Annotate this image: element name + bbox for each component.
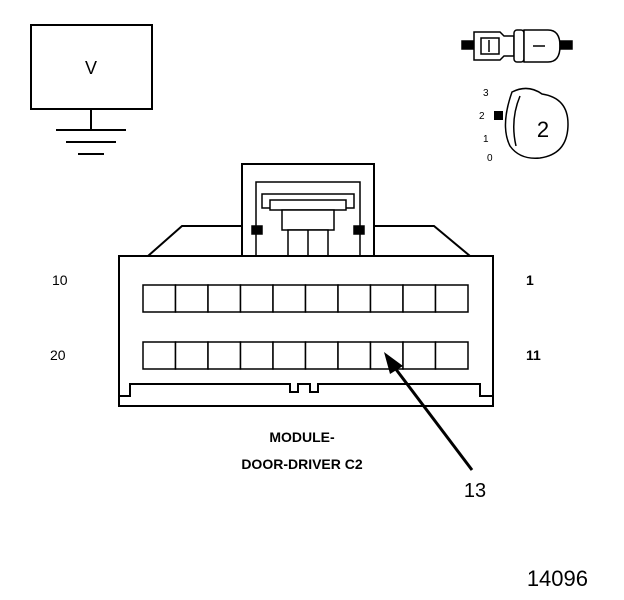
- top-row-cavity: [434, 284, 469, 313]
- top-row-cavity: [402, 284, 437, 313]
- connector-title-line2: DOOR-DRIVER C2: [241, 456, 363, 472]
- connector-key-profile: [119, 383, 493, 397]
- callout-number: 13: [464, 480, 486, 502]
- top-cavity-row: [142, 284, 469, 313]
- figure-number: 14096: [527, 566, 588, 591]
- pin-label-11: 11: [526, 347, 541, 363]
- connector-plug-icon: [461, 29, 573, 63]
- bottom-row-cavity: [239, 341, 274, 370]
- bottom-row-cavity: [207, 341, 242, 370]
- connector-face: [118, 163, 494, 407]
- top-row-cavity: [272, 284, 307, 313]
- voltmeter-label: V: [85, 58, 97, 78]
- bottom-row-cavity: [337, 341, 372, 370]
- bottom-row-cavity: [434, 341, 469, 370]
- top-row-cavity: [239, 284, 274, 313]
- bottom-row-cavity: [304, 341, 339, 370]
- rotary-switch-icon: 3 2 1 0 2: [479, 87, 569, 164]
- bottom-row-cavity: [402, 341, 437, 370]
- top-row-cavity: [304, 284, 339, 313]
- pin-label-1: 1: [526, 272, 534, 288]
- bottom-row-cavity: [142, 341, 177, 370]
- switch-position-0: 0: [487, 153, 493, 164]
- voltmeter-symbol: V: [30, 24, 153, 155]
- ground-icon: [56, 129, 126, 155]
- switch-position-3: 3: [483, 88, 489, 99]
- pin-label-10: 10: [52, 272, 68, 288]
- switch-position-2: 2: [479, 111, 485, 122]
- top-row-cavity: [337, 284, 372, 313]
- connector-title-line1: MODULE-: [269, 429, 335, 445]
- callout-arrow: [384, 352, 474, 471]
- bottom-row-cavity: [272, 341, 307, 370]
- switch-position-1: 1: [483, 134, 489, 145]
- top-row-cavity: [369, 284, 404, 313]
- top-row-cavity: [142, 284, 177, 313]
- top-row-cavity: [207, 284, 242, 313]
- switch-setting-label: 2: [537, 117, 549, 142]
- pin-label-20: 20: [50, 347, 66, 363]
- bottom-row-cavity: [174, 341, 209, 370]
- top-row-cavity: [174, 284, 209, 313]
- connector-latch: [251, 181, 365, 257]
- bottom-cavity-row: [142, 341, 469, 370]
